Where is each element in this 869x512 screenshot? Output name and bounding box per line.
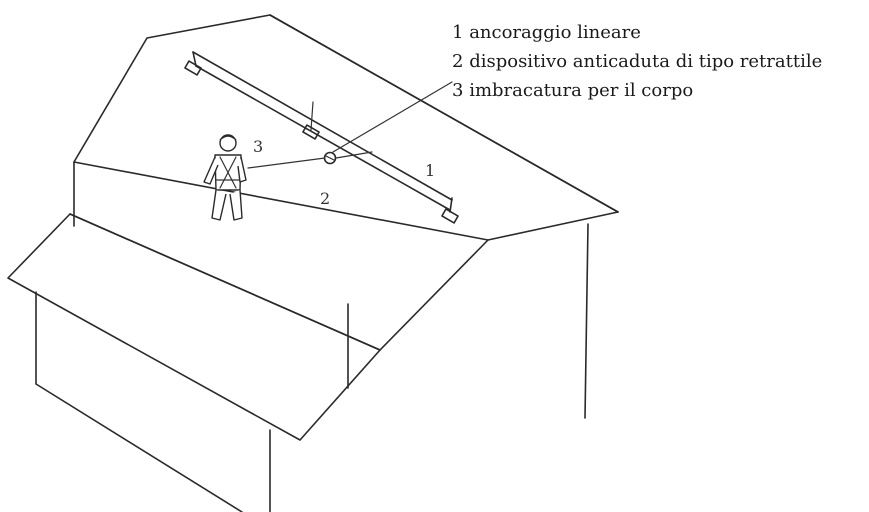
lower-building-left-wall [35,291,243,512]
callout-3: 3 [253,137,263,156]
roof-main-plane [73,14,619,241]
legend-item-1-text: ancoraggio lineare [469,22,641,43]
legend-item-1-number: 1 [452,22,464,43]
legend-item-3-text: imbracatura per il corpo [469,80,694,101]
lanyard-line [247,157,326,169]
building-right-wall [379,239,489,351]
linear-anchor [184,51,459,224]
legend-item-2: 2 dispositivo anticaduta di tipo retratt… [452,47,822,76]
lower-roof-plane [7,213,381,441]
legend-item-3-number: 3 [452,80,464,101]
worker-figure [203,134,247,221]
legend-item-1: 1 ancoraggio lineare [452,18,822,47]
roof-edge [269,14,619,213]
legend-item-3: 3 imbracatura per il corpo [452,76,822,105]
legend-item-2-text: dispositivo anticaduta di tipo retrattil… [469,51,823,72]
legend-item-2-number: 2 [452,51,464,72]
callout-2: 2 [320,189,330,208]
lower-roof-ridge [69,213,381,351]
legend: 1 ancoraggio lineare 2 dispositivo antic… [452,18,822,105]
building-right-corner [584,223,589,419]
legend-leader-line [332,81,453,153]
callout-1: 1 [425,161,435,180]
